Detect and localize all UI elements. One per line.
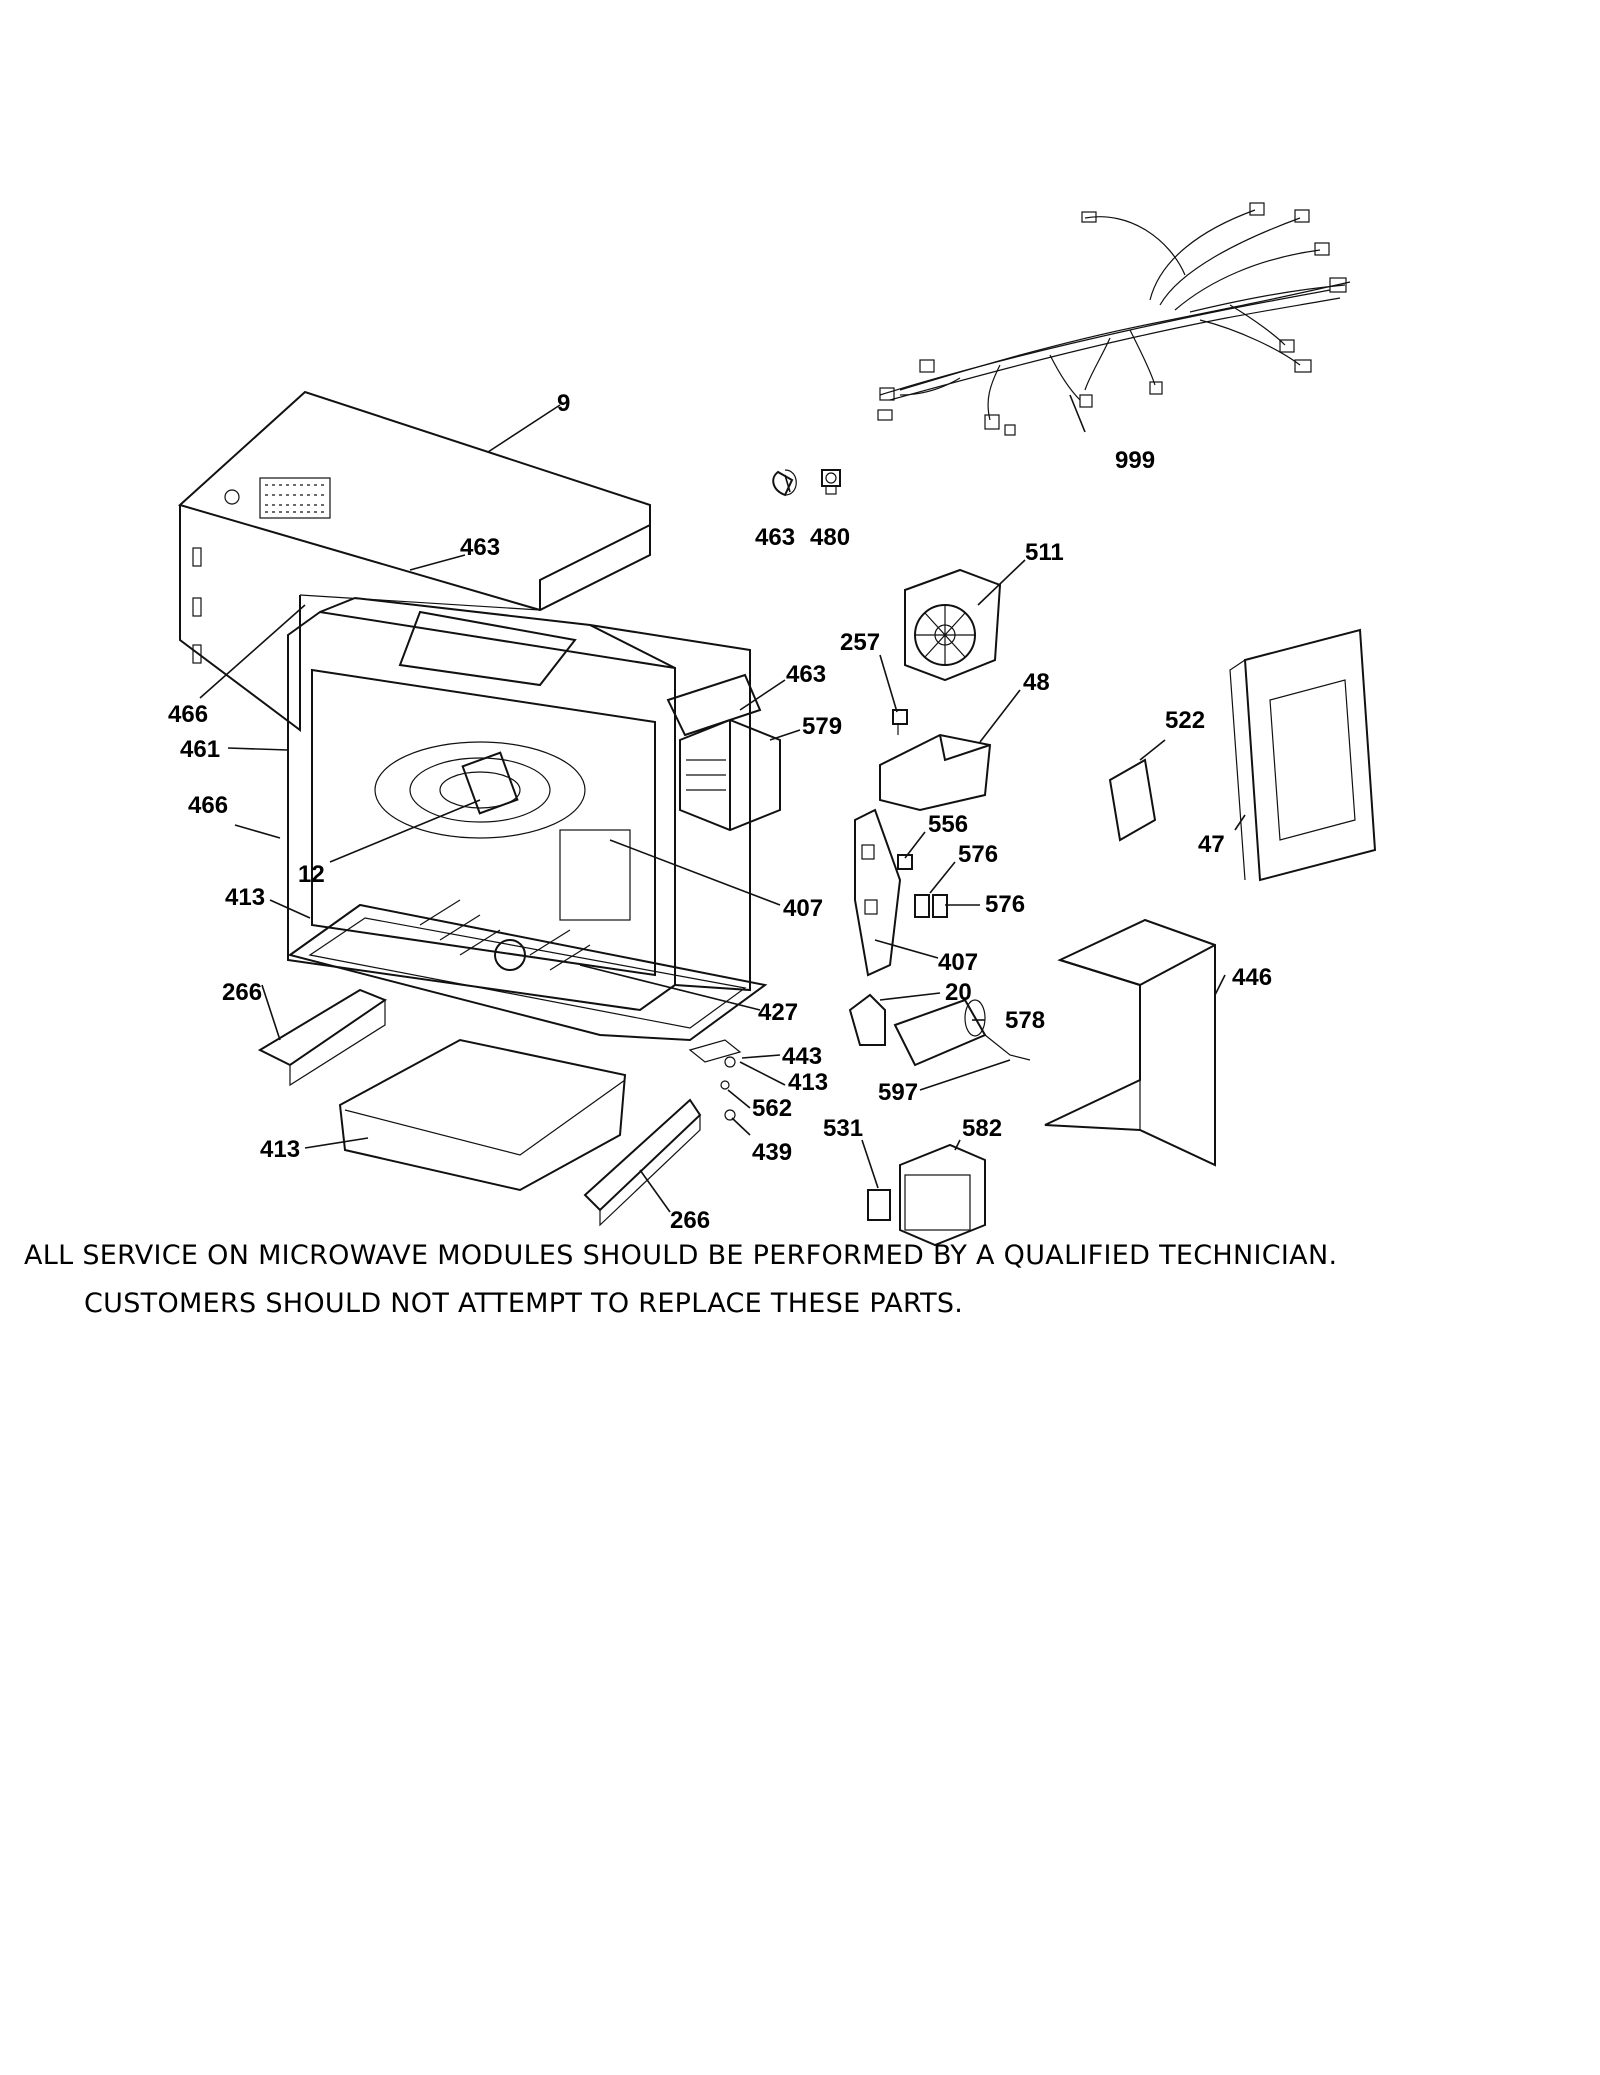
callout-466-mid: 466 [188,792,228,819]
magnetron [666,673,781,832]
callout-labels: 9 463 463 480 999 511 257 48 463 579 522… [168,390,1272,1234]
service-warning-line-2: CUSTOMERS SHOULD NOT ATTEMPT TO REPLACE … [84,1288,964,1319]
wire-harness [877,202,1351,436]
callout-413-tray: 413 [260,1136,300,1163]
callout-463-clip: 463 [755,524,795,551]
callout-463-top: 463 [460,534,500,561]
callout-446: 446 [1232,964,1272,991]
callout-461: 461 [180,736,220,763]
callout-531: 531 [823,1115,863,1142]
callout-579: 579 [802,713,842,740]
cavity-frame [287,596,751,1012]
callout-463-right: 463 [786,661,826,688]
fan-motor [904,568,1002,682]
callout-578: 578 [1005,1007,1045,1034]
cover-plate-and-panel [1108,628,1377,882]
transformer [867,1143,986,1247]
outer-cover [178,390,651,732]
callout-257: 257 [840,629,880,656]
callout-407-bracket: 407 [938,949,978,976]
callout-266-right: 266 [670,1207,710,1234]
callout-443: 443 [782,1043,822,1070]
callout-999: 999 [1115,447,1155,474]
callout-407-cavity: 407 [783,895,823,922]
callout-48: 48 [1023,669,1050,696]
callout-413-base: 413 [225,884,265,911]
callout-576-upper: 576 [958,841,998,868]
thermal-cutout-and-duct [879,709,992,812]
callout-576-lower: 576 [985,891,1025,918]
callout-466-top: 466 [168,701,208,728]
service-warning-line-1: ALL SERVICE ON MICROWAVE MODULES SHOULD … [24,1240,1338,1271]
callout-522: 522 [1165,707,1205,734]
callout-597: 597 [878,1079,918,1106]
callout-439: 439 [752,1139,792,1166]
clip-and-fuse [772,469,841,497]
callout-266-left: 266 [222,979,262,1006]
callout-12: 12 [298,861,325,888]
base-plate [287,899,768,1042]
callout-413-clip: 413 [788,1069,828,1096]
callout-20: 20 [945,979,972,1006]
callout-9: 9 [557,390,570,417]
callout-562: 562 [752,1095,792,1122]
capacitor-assembly [848,993,1031,1067]
callout-480: 480 [810,524,850,551]
leader-lines [199,394,1246,1213]
callout-47: 47 [1198,831,1225,858]
callout-511: 511 [1025,539,1064,566]
callout-556: 556 [928,811,968,838]
callout-582: 582 [962,1115,1002,1142]
runners-and-tray [257,988,742,1227]
interlock-bracket [854,808,948,977]
outer-case [1044,918,1216,1167]
callout-427: 427 [758,999,798,1026]
